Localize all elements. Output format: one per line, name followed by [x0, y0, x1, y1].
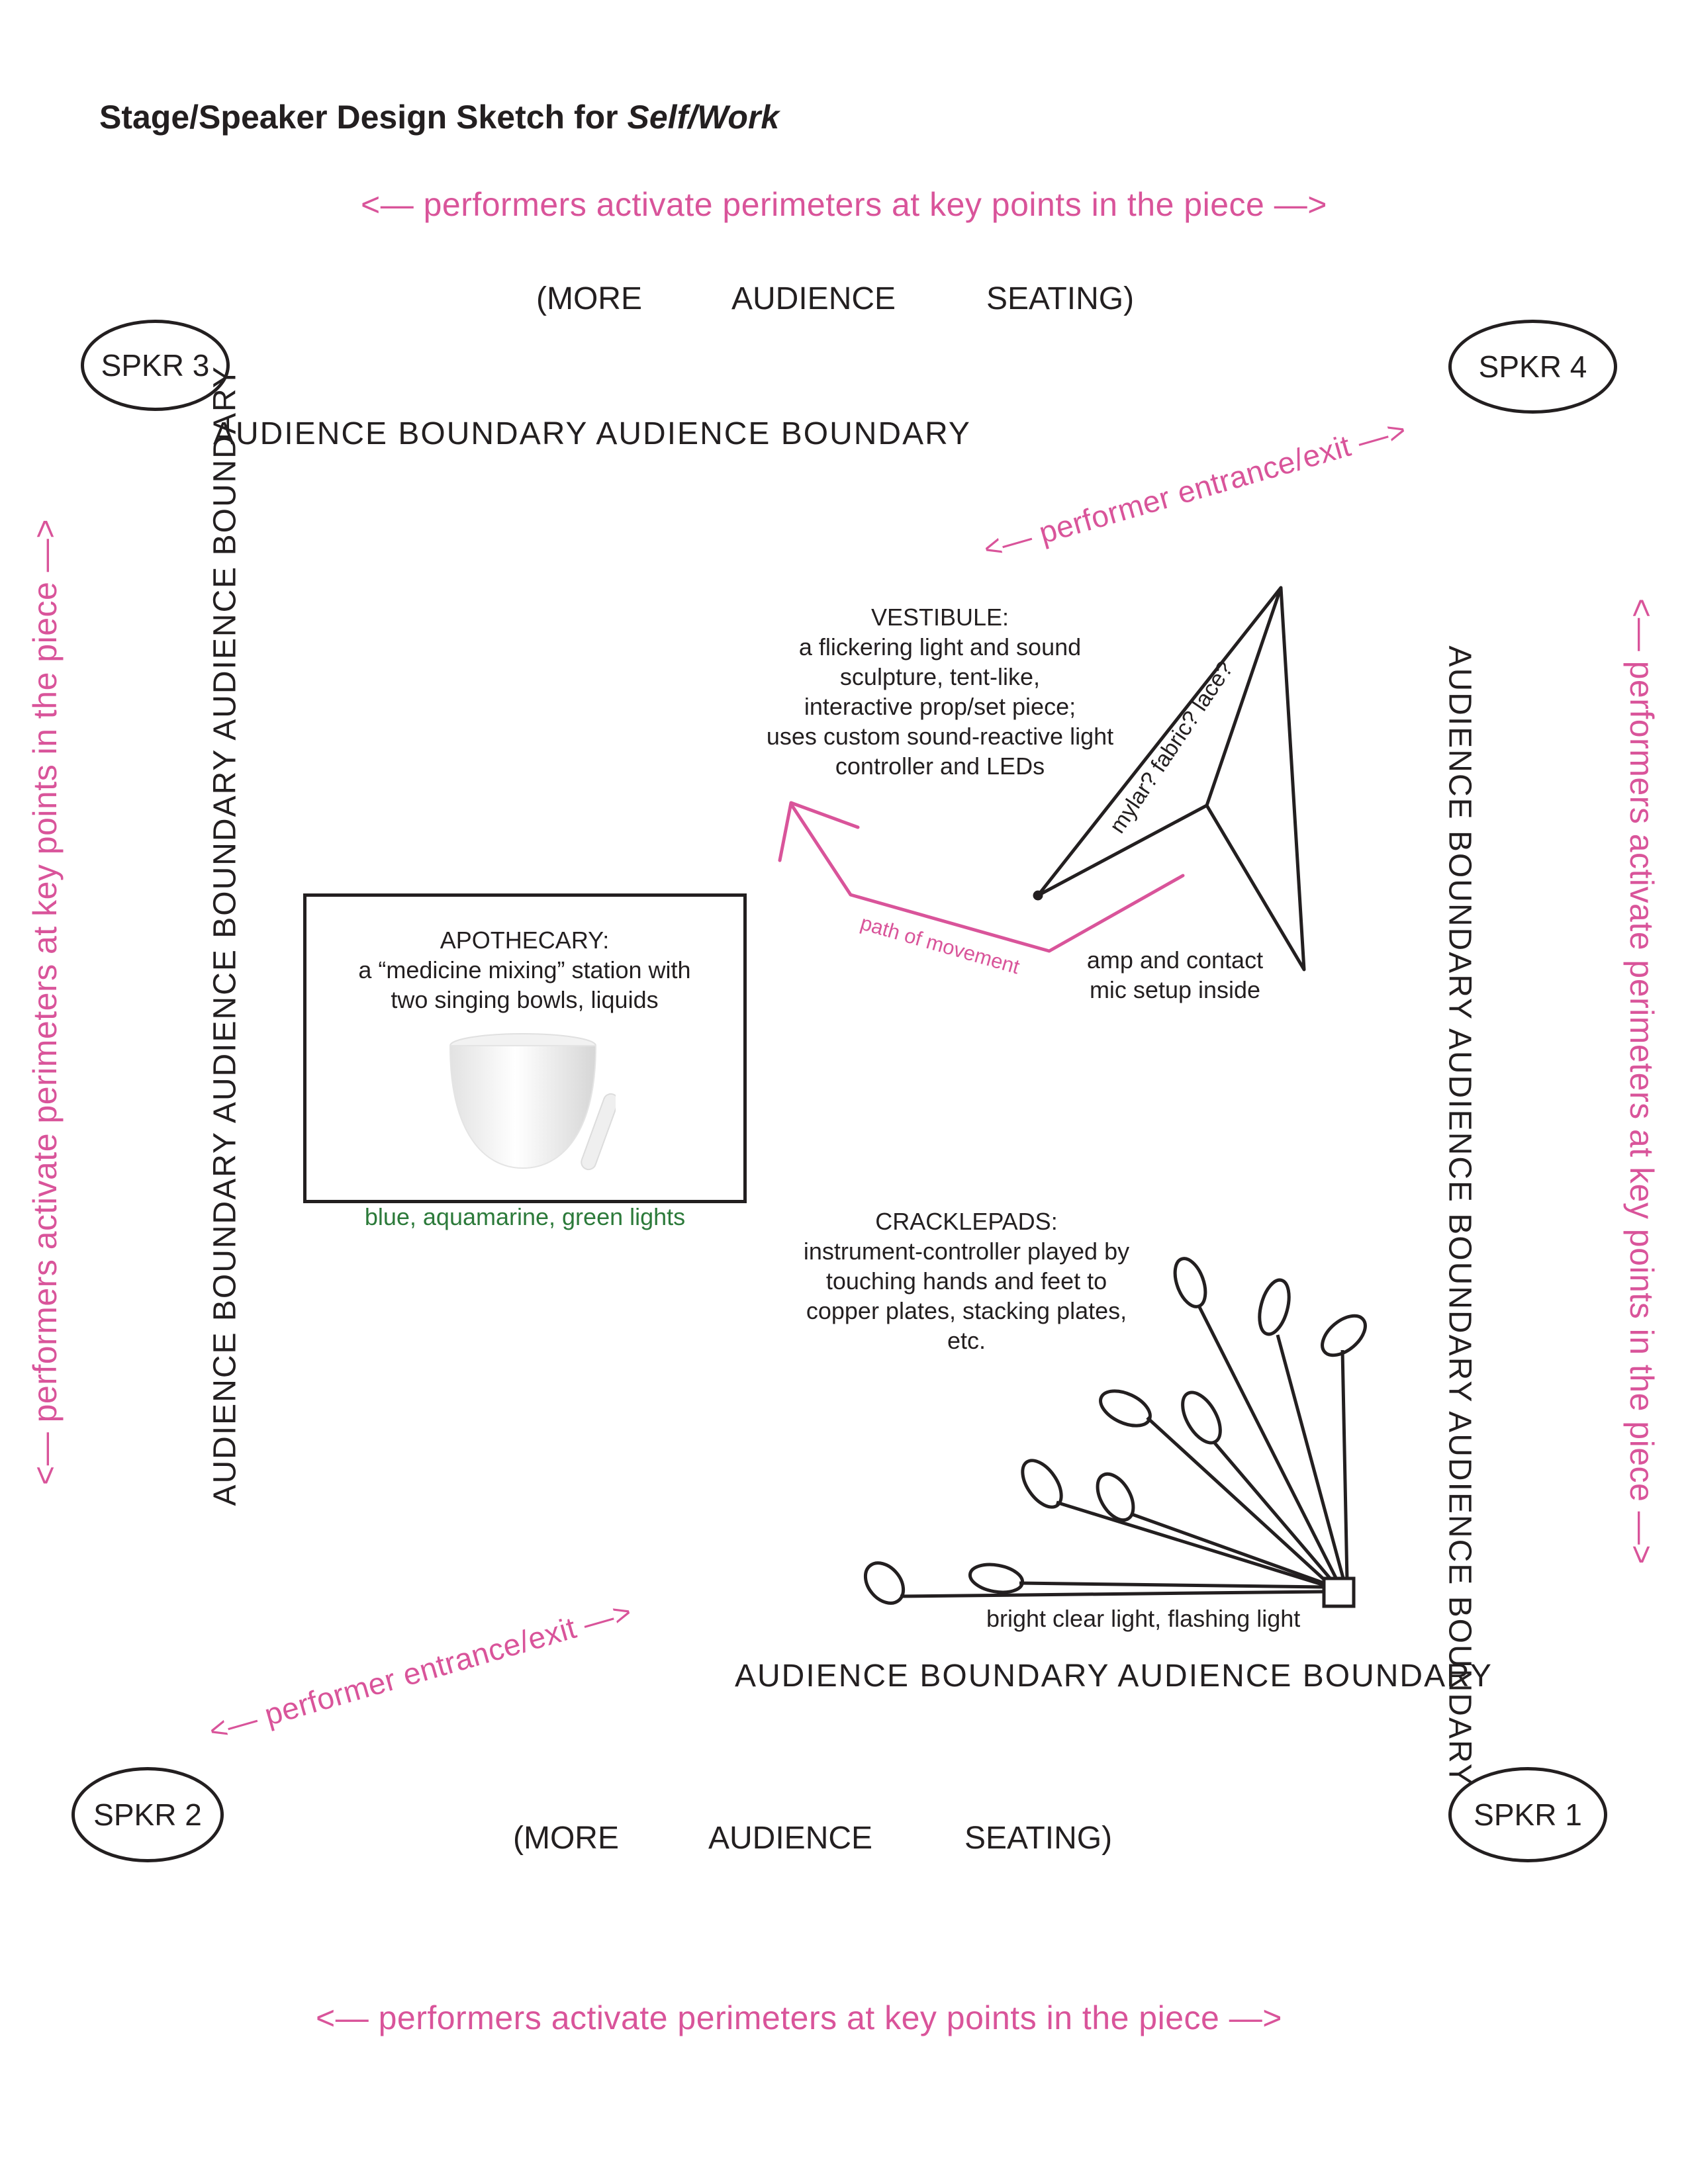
apothecary-line: a “medicine mixing” station with [311, 955, 738, 985]
cracklepads-line: instrument-controller played by [761, 1236, 1172, 1266]
cracklepads-lights: bright clear light, flashing light [986, 1605, 1300, 1633]
cracklepads-line: copper plates, stacking plates, [761, 1296, 1172, 1326]
amp-line: mic setup inside [1053, 975, 1297, 1005]
cracklepads-heading: CRACKLEPADS: [761, 1206, 1172, 1236]
apothecary-lights: blue, aquamarine, green lights [303, 1203, 747, 1231]
vestibule-line: sculpture, tent-like, [735, 662, 1145, 692]
vestibule-line: interactive prop/set piece; [735, 692, 1145, 721]
vestibule-heading: VESTIBULE: [735, 602, 1145, 632]
apothecary-description: APOTHECARY: a “medicine mixing” station … [311, 925, 738, 1015]
cracklepads-description: CRACKLEPADS: instrument-controller playe… [761, 1206, 1172, 1355]
vestibule-line: uses custom sound-reactive light [735, 721, 1145, 751]
vestibule-line: a flickering light and sound [735, 632, 1145, 662]
amp-line: amp and contact [1053, 945, 1297, 975]
vestibule-description: VESTIBULE: a flickering light and sound … [735, 602, 1145, 781]
cracklepads-line: touching hands and feet to [761, 1266, 1172, 1296]
apothecary-line: two singing bowls, liquids [311, 985, 738, 1015]
vestibule-line: controller and LEDs [735, 751, 1145, 781]
apothecary-heading: APOTHECARY: [311, 925, 738, 955]
cracklepads-line: etc. [761, 1326, 1172, 1355]
singing-bowl-icon [444, 1032, 616, 1185]
amp-setup-note: amp and contact mic setup inside [1053, 945, 1297, 1005]
